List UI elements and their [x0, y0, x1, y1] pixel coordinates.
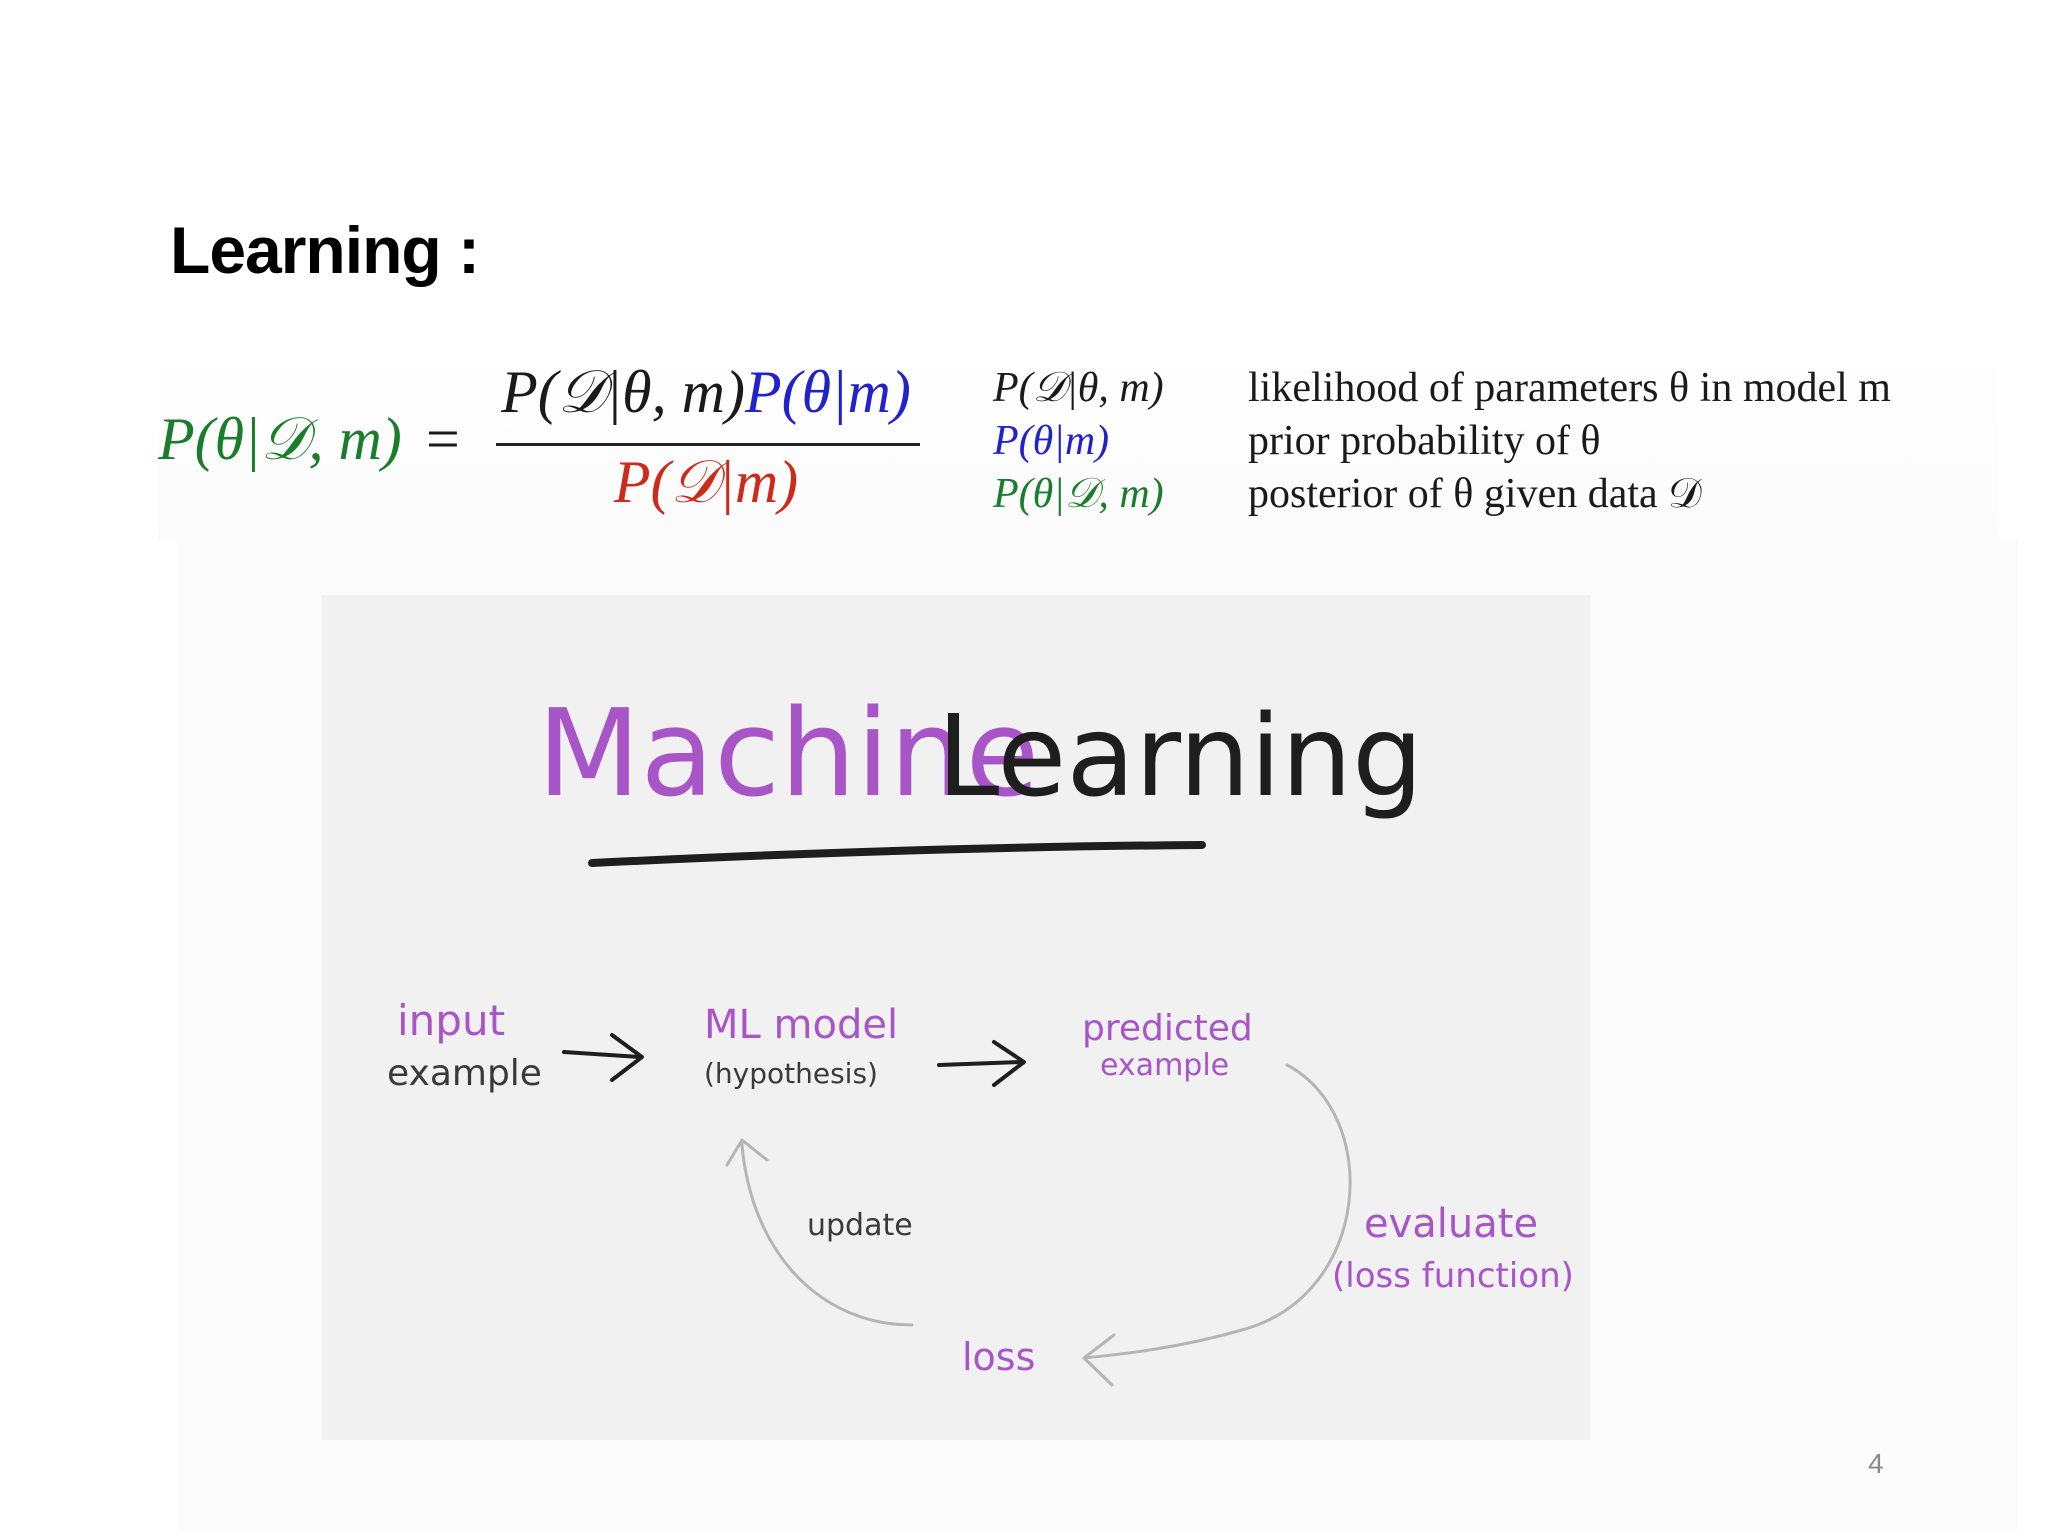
- node-evaluate-line1: evaluate: [1364, 1201, 1538, 1247]
- definition-row: P(θ|m) prior probability of θ: [993, 415, 1891, 468]
- evidence-term: P(𝒟|m): [613, 449, 799, 515]
- node-model-line1: ML model: [704, 1002, 898, 1048]
- node-loss: loss: [962, 1335, 1035, 1379]
- arrow-input-to-model: [562, 1033, 644, 1082]
- definitions-table: P(𝒟|θ, m) likelihood of parameters θ in …: [993, 362, 1891, 521]
- arrow-predicted-to-loss: [1082, 1063, 1352, 1387]
- arrow-model-to-predicted: [937, 1040, 1026, 1087]
- definition-row: P(𝒟|θ, m) likelihood of parameters θ in …: [993, 362, 1891, 415]
- prior-term: P(θ|m): [744, 359, 911, 425]
- node-model-line2: (hypothesis): [704, 1057, 878, 1090]
- posterior-term: P(θ|𝒟, m): [158, 406, 402, 472]
- node-evaluate-line2: (loss function): [1332, 1256, 1574, 1296]
- node-input-line2: example: [387, 1053, 542, 1094]
- definition-row: P(θ|𝒟, m) posterior of θ given data 𝒟: [993, 468, 1891, 521]
- node-input-line1: input: [397, 996, 505, 1045]
- definition-term: P(θ|m): [993, 418, 1110, 464]
- definition-term: P(𝒟|θ, m): [993, 365, 1164, 411]
- definition-description: posterior of θ given data 𝒟: [1248, 471, 1702, 517]
- definition-description: prior probability of θ: [1248, 418, 1601, 464]
- diagram-title-machine: Machine: [537, 685, 1039, 824]
- ml-loop-diagram: Machine Learning input example ML model …: [387, 685, 1574, 1387]
- arrow-loss-to-model: [725, 1138, 914, 1327]
- likelihood-term: P(𝒟|θ, m): [501, 359, 745, 425]
- title-underline: [588, 841, 1206, 867]
- node-update: update: [807, 1208, 913, 1243]
- node-predicted-line2: example: [1100, 1048, 1229, 1083]
- definition-term: P(θ|𝒟, m): [993, 471, 1164, 517]
- page-number: 4: [1868, 1448, 1884, 1479]
- definition-description: likelihood of parameters θ in model m: [1248, 365, 1891, 411]
- formula-panel: P(θ|𝒟, m) = P(𝒟|θ, m)P(θ|m) P(𝒟|m) P(𝒟|θ…: [158, 350, 1998, 540]
- node-predicted-line1: predicted: [1082, 1008, 1253, 1049]
- diagram-title-learning: Learning: [937, 692, 1423, 822]
- fraction-bar: [496, 443, 920, 446]
- equals-sign: =: [426, 406, 460, 472]
- slide-title: Learning :: [170, 213, 480, 287]
- bayes-numerator: P(𝒟|θ, m)P(θ|m): [496, 358, 916, 427]
- bayes-rule: P(θ|𝒟, m) = P(𝒟|θ, m)P(θ|m) P(𝒟|m): [158, 350, 948, 540]
- ml-diagram-panel: Machine Learning input example ML model …: [322, 595, 1590, 1440]
